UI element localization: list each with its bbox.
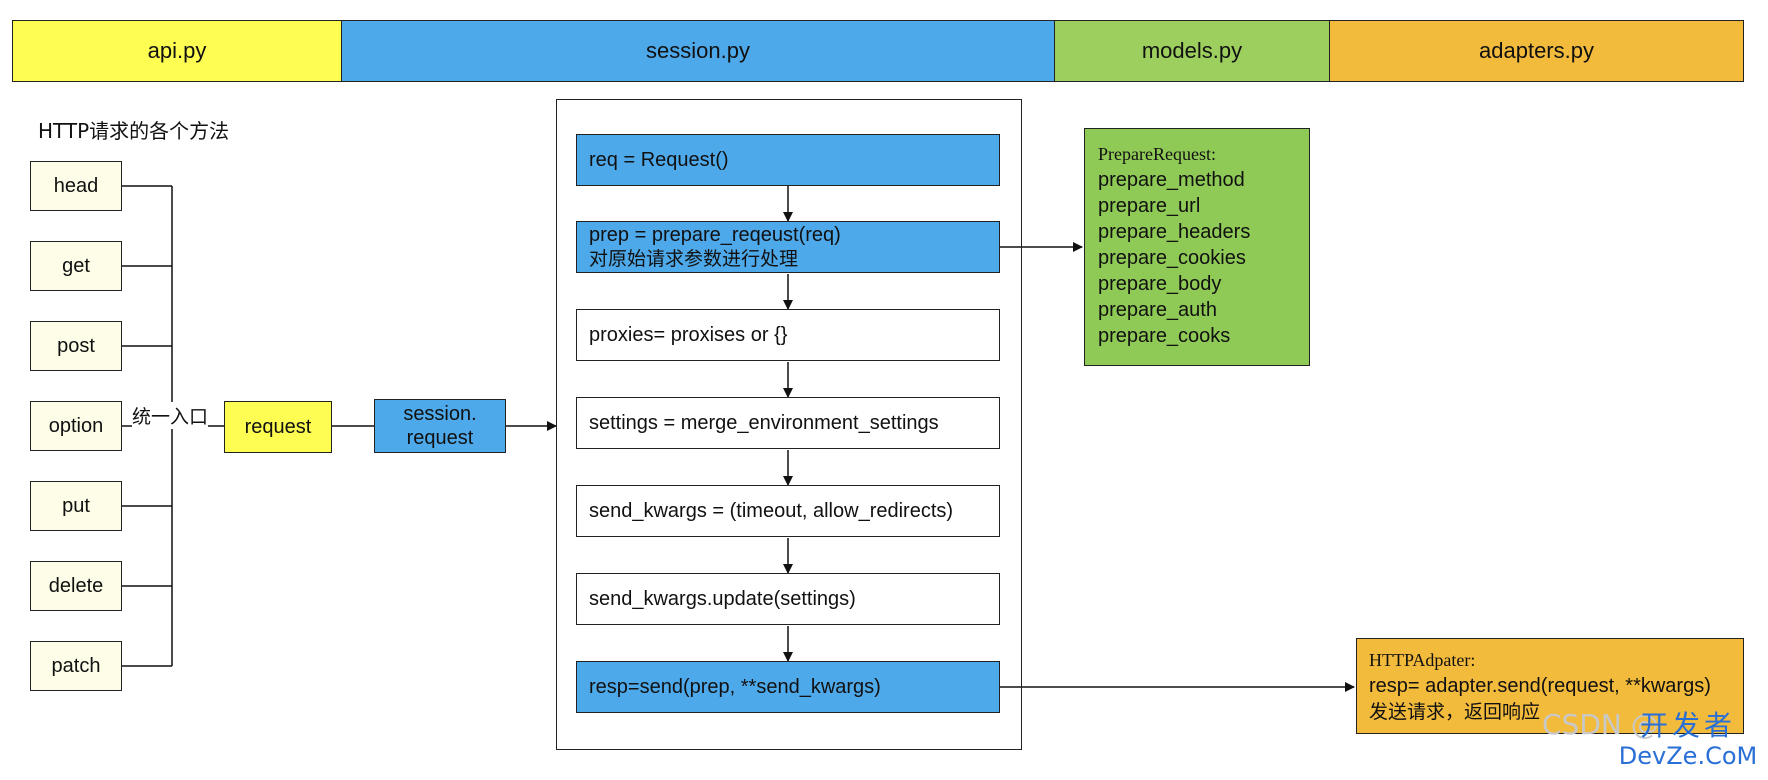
method-patch: patch xyxy=(30,641,122,691)
prepare-item: prepare_method xyxy=(1098,169,1245,191)
step-settings: settings = merge_environment_settings xyxy=(576,397,1000,449)
step-prepare-request-text: prep = prepare_reqeust(req) xyxy=(589,224,841,246)
method-head: head xyxy=(30,161,122,211)
method-delete: delete xyxy=(30,561,122,611)
http-adapter-call: resp= adapter.send(request, **kwargs) xyxy=(1369,675,1711,697)
http-adapter-note: 发送请求，返回响应 xyxy=(1369,701,1541,723)
method-put-label: put xyxy=(62,494,90,517)
method-patch-label: patch xyxy=(51,654,101,677)
watermark-devze-bottom: DevZe.CoM xyxy=(1618,742,1758,770)
http-adapter-box: HTTPAdpater: resp= adapter.send(request,… xyxy=(1356,638,1744,734)
session-request-line1: session. xyxy=(403,403,477,425)
prepare-item: prepare_url xyxy=(1098,195,1201,217)
prepare-request-box: PrepareRequest: prepare_method prepare_u… xyxy=(1084,128,1310,366)
step-send-text: resp=send(prep, **send_kwargs) xyxy=(589,676,881,698)
method-get: get xyxy=(30,241,122,291)
method-get-label: get xyxy=(62,254,90,277)
header-models-py-label: models.py xyxy=(1141,38,1243,63)
method-post: post xyxy=(30,321,122,371)
prepare-item: prepare_cookies xyxy=(1098,247,1246,269)
step-send-kwargs: send_kwargs = (timeout, allow_redirects) xyxy=(576,485,1000,537)
request-box: request xyxy=(224,401,332,453)
unified-entry-label: 统一入口 xyxy=(132,402,209,429)
step-proxies-text: proxies= proxises or {} xyxy=(589,324,788,346)
prepare-item: prepare_cooks xyxy=(1098,325,1231,347)
watermark-devze-top: 开发者 xyxy=(1639,709,1736,742)
step-prepare-request-note: 对原始请求参数进行处理 xyxy=(589,248,799,270)
prepare-request-title: PrepareRequest: xyxy=(1098,144,1216,164)
methods-title: HTTP请求的各个方法 xyxy=(38,119,230,143)
step-create-request-text: req = Request() xyxy=(589,149,729,171)
session-process-container xyxy=(556,99,1022,750)
header-session-py: session.py xyxy=(341,20,1055,82)
prepare-item: prepare_body xyxy=(1098,273,1222,295)
method-put: put xyxy=(30,481,122,531)
method-option: option xyxy=(30,401,122,451)
method-head-label: head xyxy=(53,174,99,197)
session-request-box: session. request xyxy=(374,399,506,453)
step-send-kwargs-update-text: send_kwargs.update(settings) xyxy=(589,588,856,610)
step-create-request: req = Request() xyxy=(576,134,1000,186)
prepare-item: prepare_auth xyxy=(1098,299,1217,321)
step-send-kwargs-update: send_kwargs.update(settings) xyxy=(576,573,1000,625)
watermark-csdn: CSDN @ xyxy=(1542,708,1659,741)
step-prepare-request: prep = prepare_reqeust(req) 对原始请求参数进行处理 xyxy=(576,221,1000,273)
header-adapters-py: adapters.py xyxy=(1329,20,1744,82)
step-send: resp=send(prep, **send_kwargs) xyxy=(576,661,1000,713)
http-adapter-title: HTTPAdpater: xyxy=(1369,650,1476,670)
header-api-py: api.py xyxy=(12,20,342,82)
header-session-py-label: session.py xyxy=(646,38,750,63)
prepare-item: prepare_headers xyxy=(1098,221,1251,243)
request-box-label: request xyxy=(244,415,312,438)
step-settings-text: settings = merge_environment_settings xyxy=(589,412,939,434)
header-adapters-py-label: adapters.py xyxy=(1479,38,1594,63)
watermark-devze-logo: 开发者 DevZe.CoM xyxy=(1618,710,1758,778)
step-proxies: proxies= proxises or {} xyxy=(576,309,1000,361)
method-option-label: option xyxy=(48,414,104,437)
header-models-py: models.py xyxy=(1054,20,1330,82)
session-request-line2: request xyxy=(406,427,474,449)
method-delete-label: delete xyxy=(48,574,104,597)
header-api-py-label: api.py xyxy=(147,38,207,63)
step-send-kwargs-text: send_kwargs = (timeout, allow_redirects) xyxy=(589,500,954,522)
method-post-label: post xyxy=(57,334,95,357)
